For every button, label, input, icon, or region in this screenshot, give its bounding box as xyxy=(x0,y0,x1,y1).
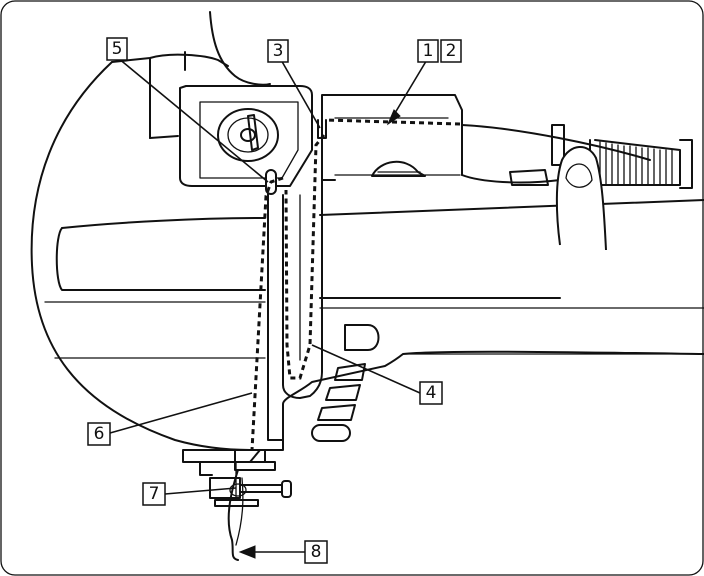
thread-path-lever xyxy=(250,176,284,451)
bobbin-winder-spindle xyxy=(247,114,259,151)
front-panel-left xyxy=(55,227,266,291)
svg-text:4: 4 xyxy=(426,383,437,403)
handwheel-cap xyxy=(679,139,693,189)
needle-eye-area xyxy=(229,483,247,497)
step-label-7: 7 xyxy=(142,482,166,506)
leader-3 xyxy=(279,57,321,129)
thread-tail xyxy=(235,477,244,546)
svg-text:1: 1 xyxy=(423,41,434,61)
spool-plate-inner xyxy=(199,101,299,179)
top-cover-edge xyxy=(149,51,186,139)
presser-foot xyxy=(214,499,259,507)
button-3 xyxy=(317,404,356,421)
bobbin-winder-disk xyxy=(217,108,279,162)
thread-guide-housing xyxy=(321,94,463,181)
leader-5 xyxy=(117,57,269,183)
leader-4 xyxy=(311,344,421,394)
leader-7 xyxy=(164,487,237,495)
arrow-8-head xyxy=(238,545,256,559)
housing-inner xyxy=(334,117,461,176)
svg-text:8: 8 xyxy=(311,542,322,562)
front-panel-curve xyxy=(61,217,266,229)
svg-text:7: 7 xyxy=(149,484,160,504)
step-label-3: 3 xyxy=(267,39,289,63)
thread-path-top xyxy=(324,118,461,126)
arrow-1-2-head xyxy=(386,109,401,126)
handwheel-ribs xyxy=(599,141,673,185)
front-panel-right-top xyxy=(319,199,704,216)
svg-text:2: 2 xyxy=(446,41,457,61)
clamp-screw-head xyxy=(281,480,292,498)
step-label-2: 2 xyxy=(440,39,462,63)
presser-foot-plate xyxy=(234,461,276,471)
thread-through-needle xyxy=(227,469,239,561)
button-2 xyxy=(325,384,361,401)
body-groove-2 xyxy=(54,353,704,359)
svg-text:3: 3 xyxy=(273,41,284,61)
finger xyxy=(555,146,607,251)
leader-1-2 xyxy=(391,57,429,119)
bobbin-winder-hub xyxy=(240,128,256,142)
step-label-6: 6 xyxy=(87,422,111,446)
machine-top-edge xyxy=(461,124,651,184)
svg-text:6: 6 xyxy=(94,424,105,444)
spool-holder xyxy=(509,169,549,186)
needle-channel-outer xyxy=(267,174,284,441)
tension-dial xyxy=(371,161,426,177)
step-label-1: 1 xyxy=(417,39,439,63)
step-label-4: 4 xyxy=(419,381,443,405)
step-label-5: 5 xyxy=(106,37,128,61)
body-groove-1 xyxy=(44,301,704,309)
spool-plate xyxy=(179,85,313,187)
neck-curve xyxy=(209,11,271,86)
button-d-shape xyxy=(344,324,380,351)
button-oval xyxy=(311,424,351,442)
step-label-8: 8 xyxy=(304,540,328,564)
needle-holder xyxy=(209,477,241,499)
fingernail xyxy=(565,163,593,188)
svg-text:5: 5 xyxy=(112,39,123,59)
needle-channel-inner xyxy=(282,117,323,399)
thread-path-down xyxy=(284,134,326,380)
leader-6 xyxy=(109,392,253,434)
